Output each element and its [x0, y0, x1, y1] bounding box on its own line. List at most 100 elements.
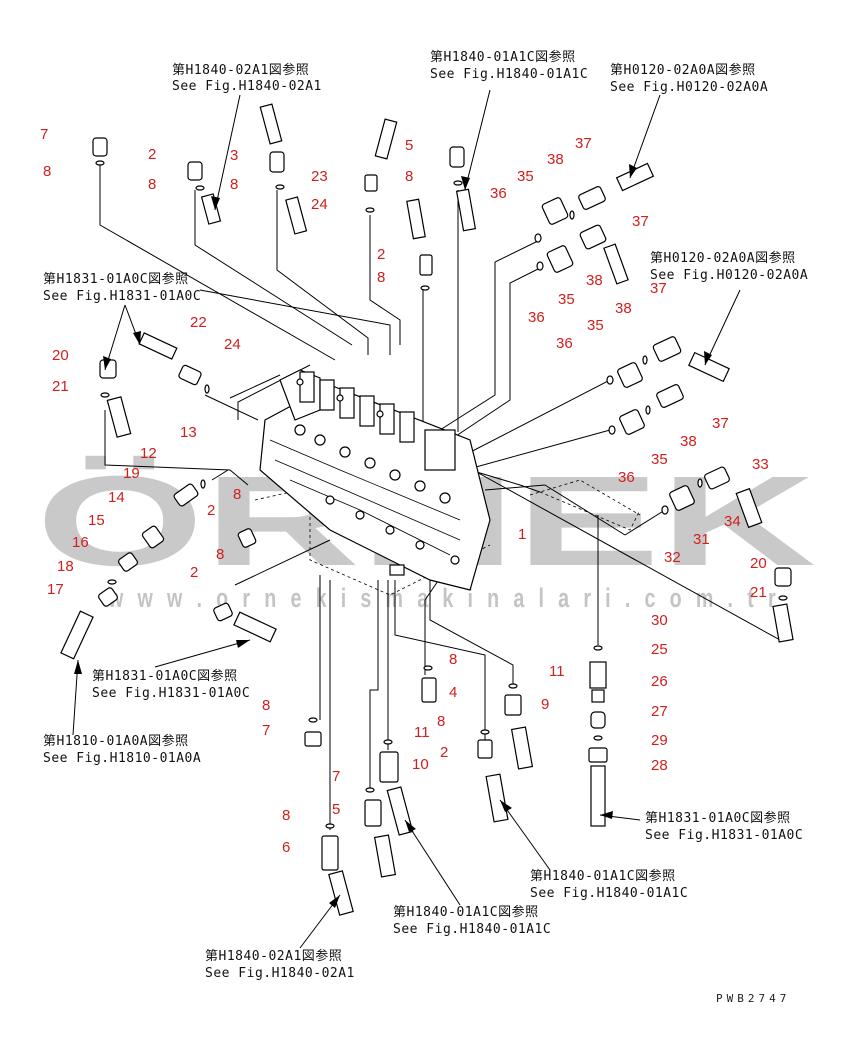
watermark-url: w w w . o r n e k i s m a k i n a l a r …	[107, 583, 780, 613]
part-number: 7	[262, 722, 270, 739]
part-number: 37	[575, 135, 592, 152]
ref-label-en: See Fig.H1840-02A1	[205, 966, 355, 981]
part-number: 33	[752, 456, 769, 473]
ref-label-jp: 第H1831-01A0C図参照	[645, 810, 791, 826]
part-number: 34	[724, 513, 741, 530]
ref-label-jp: 第H1840-01A1C図参照	[430, 49, 576, 65]
part-number: 21	[750, 584, 767, 601]
part-number: 6	[282, 839, 290, 856]
part-number: 1	[518, 526, 526, 543]
ref-label-jp: 第H1840-02A1図参照	[172, 62, 309, 78]
part-number: 5	[405, 137, 413, 154]
part-number: 24	[224, 336, 241, 353]
part-number: 9	[541, 696, 549, 713]
part-number: 28	[651, 757, 668, 774]
part-number: 35	[587, 317, 604, 334]
part-number: 2	[148, 146, 156, 163]
part-number: 2	[377, 246, 385, 263]
part-number: 8	[437, 713, 445, 730]
drawing-code: PWB2747	[716, 992, 790, 1005]
ref-label-en: See Fig.H1840-01A1C	[530, 886, 688, 901]
ref-label-en: See Fig.H0120-02A0A	[610, 80, 768, 95]
part-number: 11	[414, 724, 430, 741]
fittings	[60, 103, 794, 916]
ref-label-jp: 第H1810-01A0A図参照	[43, 733, 189, 749]
part-number: 37	[650, 280, 667, 297]
part-number: 8	[233, 486, 241, 503]
part-number: 8	[43, 163, 51, 180]
ref-label-en: See Fig.H1840-02A1	[172, 79, 322, 94]
ref-label-en: See Fig.H1840-01A1C	[393, 922, 551, 937]
part-number: 7	[40, 126, 48, 143]
part-number: 4	[449, 684, 457, 701]
part-number: 38	[586, 272, 603, 289]
part-number: 36	[490, 185, 507, 202]
part-number: 38	[615, 300, 632, 317]
ref-label-en: See Fig.H1810-01A0A	[43, 751, 201, 766]
part-number: 19	[123, 465, 140, 482]
part-number: 38	[680, 433, 697, 450]
part-number: 5	[332, 801, 340, 818]
part-number: 35	[651, 451, 668, 468]
part-number: 13	[180, 424, 197, 441]
part-number: 14	[108, 489, 125, 506]
part-number: 3	[230, 147, 238, 164]
part-number: 18	[57, 558, 74, 575]
part-number: 23	[311, 168, 328, 185]
part-number: 2	[190, 564, 198, 581]
part-number: 22	[190, 314, 207, 331]
part-number: 8	[282, 807, 290, 824]
part-number: 20	[52, 347, 69, 364]
part-number-callouts: 7 8 2 8 3 8 5 8 23 24 36 35 38 37 37 2 8…	[40, 126, 769, 856]
part-number: 8	[449, 651, 457, 668]
part-number: 8	[405, 168, 413, 185]
part-number: 16	[72, 534, 89, 551]
part-number: 36	[556, 335, 573, 352]
part-number: 20	[750, 555, 767, 572]
part-number: 15	[88, 512, 105, 529]
ref-label-en: See Fig.H1831-01A0C	[43, 289, 201, 304]
part-number: 2	[207, 502, 215, 519]
ref-label-en: See Fig.H1831-01A0C	[645, 828, 803, 843]
ref-label-jp: 第H1831-01A0C図参照	[92, 668, 238, 684]
part-number: 30	[651, 612, 668, 629]
part-number: 21	[52, 378, 69, 395]
part-number: 17	[47, 581, 64, 598]
ref-label-jp: 第H0120-02A0A図参照	[610, 62, 756, 78]
part-number: 27	[651, 703, 668, 720]
part-number: 25	[651, 641, 668, 658]
reference-labels: 第H1840-02A1図参照 See Fig.H1840-02A1 第H1840…	[43, 49, 808, 981]
part-number: 24	[311, 196, 328, 213]
part-number: 11	[549, 663, 565, 680]
part-number: 31	[693, 531, 710, 548]
ref-label-jp: 第H0120-02A0A図参照	[650, 250, 796, 266]
part-number: 32	[664, 549, 681, 566]
part-number: 8	[230, 176, 238, 193]
part-number: 36	[618, 469, 635, 486]
ref-label-jp: 第H1840-01A1C図参照	[530, 868, 676, 884]
part-number: 12	[140, 445, 157, 462]
part-number: 8	[262, 697, 270, 714]
part-number: 26	[651, 673, 668, 690]
ref-label-jp: 第H1831-01A0C図参照	[43, 271, 189, 287]
part-number: 36	[528, 309, 545, 326]
ref-label-jp: 第H1840-02A1図参照	[205, 948, 342, 964]
part-number: 10	[412, 756, 429, 773]
part-number: 29	[651, 732, 668, 749]
part-number: 8	[377, 269, 385, 286]
ref-label-en: See Fig.H0120-02A0A	[650, 268, 808, 283]
ref-label-en: See Fig.H1840-01A1C	[430, 67, 588, 82]
part-number: 7	[332, 768, 340, 785]
part-number: 37	[632, 213, 649, 230]
part-number: 8	[216, 546, 224, 563]
part-number: 35	[517, 168, 534, 185]
part-number: 8	[148, 176, 156, 193]
leader-lines	[99, 165, 781, 830]
part-number: 37	[712, 415, 729, 432]
part-number: 2	[440, 744, 448, 761]
part-number: 38	[547, 151, 564, 168]
ref-label-jp: 第H1840-01A1C図参照	[393, 904, 539, 920]
main-control-valve	[259, 369, 491, 591]
